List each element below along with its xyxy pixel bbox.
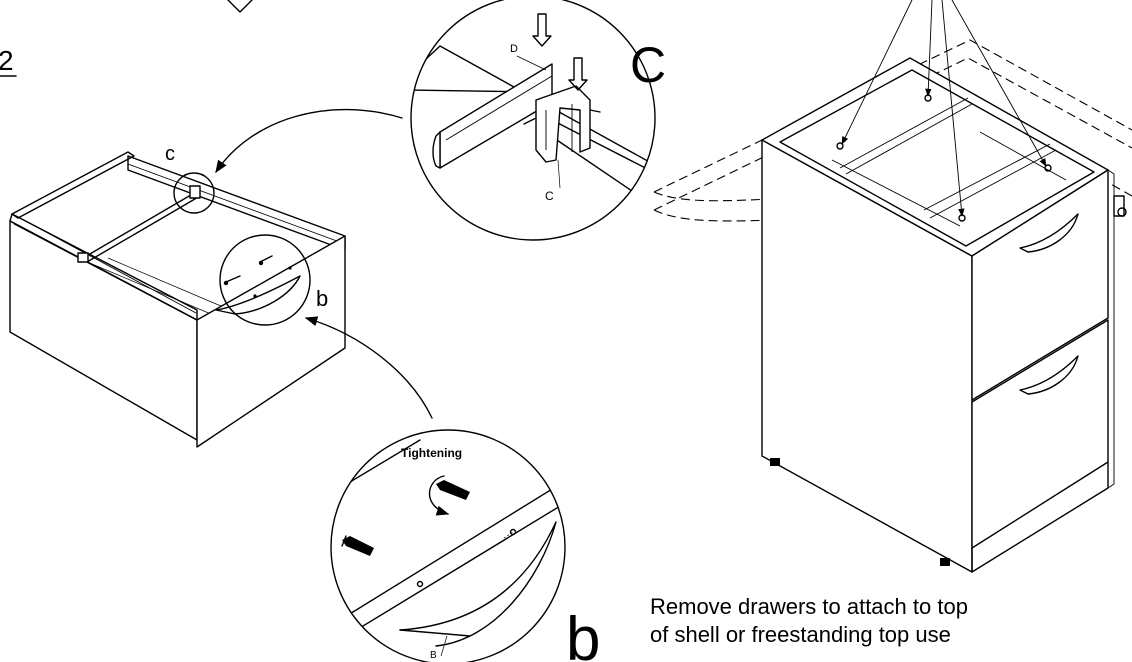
part-b-label: B xyxy=(430,650,437,661)
part-c-label: C xyxy=(545,189,554,203)
detail-b-large-label: b xyxy=(566,605,600,662)
drawer-illustration xyxy=(9,151,346,448)
detail-b-marker-circle xyxy=(219,234,311,326)
cabinet-top-drawer-front xyxy=(971,169,1109,401)
detail-c-magnified xyxy=(410,0,656,241)
top-drawer-handle xyxy=(1019,213,1079,253)
drawer-side-panel xyxy=(9,220,198,441)
detail-c-large-label: C xyxy=(630,37,666,93)
caption-line-1: Remove drawers to attach to top xyxy=(650,594,968,619)
drawer-handle xyxy=(215,275,301,315)
detail-b-magnified xyxy=(330,429,566,662)
instruction-caption: Remove drawers to attach to top of shell… xyxy=(650,593,1070,649)
tightening-label: Tightening xyxy=(401,446,462,460)
caption-line-2: of shell or freestanding top use xyxy=(650,622,951,647)
drawer-back-panel xyxy=(127,155,346,251)
detail-c-small-label: c xyxy=(165,143,175,165)
drawer-front-panel xyxy=(196,235,346,448)
bottom-drawer-handle xyxy=(1019,355,1079,395)
desktop-outline xyxy=(653,39,1132,193)
top-arrow-fragment xyxy=(227,0,253,13)
callout-arrow-b xyxy=(304,316,433,419)
detail-b-small-label: b xyxy=(316,286,328,311)
pedestal-cabinet xyxy=(653,0,1132,573)
part-d-label: D xyxy=(510,43,518,55)
callout-arrow-c xyxy=(215,108,403,174)
lock-icon xyxy=(1113,195,1125,217)
step-number: 2 xyxy=(0,45,14,76)
detail-c-marker-circle xyxy=(173,172,215,214)
